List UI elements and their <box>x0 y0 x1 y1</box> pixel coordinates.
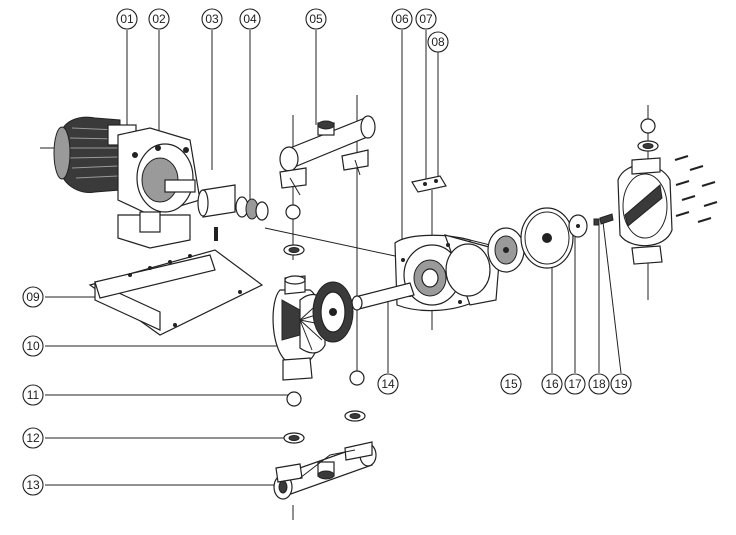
callout-02-label: 02 <box>152 12 166 26</box>
callout-17-label: 17 <box>568 377 582 391</box>
callout-02: 02 <box>148 8 170 30</box>
callout-07-label: 07 <box>419 12 433 26</box>
base-plate-riser <box>94 254 216 299</box>
callout-16-label: 16 <box>545 377 559 391</box>
callout-14: 14 <box>377 373 399 395</box>
callout-12: 12 <box>22 427 44 449</box>
callout-12-label: 12 <box>26 431 40 445</box>
callout-06-label: 06 <box>395 12 409 26</box>
callout-04-label: 04 <box>243 12 257 26</box>
callout-19: 19 <box>610 373 632 395</box>
callout-15-label: 15 <box>504 377 518 391</box>
coupling-key <box>214 227 218 241</box>
bearing-ring <box>255 201 269 221</box>
callout-13: 13 <box>22 474 44 496</box>
motor-assembly <box>40 116 201 249</box>
callout-06: 06 <box>391 8 413 30</box>
callout-01-label: 01 <box>120 12 134 26</box>
right-cover <box>617 155 718 265</box>
callout-15: 15 <box>500 373 522 395</box>
callout-14-label: 14 <box>381 377 395 391</box>
motor-fan-cap <box>53 126 71 180</box>
pump-shaft <box>351 282 415 311</box>
callout-19-label: 19 <box>614 377 628 391</box>
callout-09-label: 09 <box>26 290 40 304</box>
coupling-assembly <box>197 184 269 241</box>
callout-10-label: 10 <box>26 339 40 353</box>
left-chamber <box>272 275 354 381</box>
ball-top-left <box>285 204 301 220</box>
callout-01: 01 <box>116 8 138 30</box>
nut-bolt <box>599 213 614 225</box>
top-manifold <box>279 115 376 196</box>
bottom-manifold <box>273 441 377 500</box>
left-chamber-bottom-port <box>282 357 313 381</box>
gearbox-shaft <box>164 179 196 193</box>
callout-16: 16 <box>541 373 563 395</box>
right-diaphragm-stack <box>487 207 614 273</box>
ball-top-right <box>640 118 656 134</box>
callout-17: 17 <box>564 373 586 395</box>
callout-18: 18 <box>588 373 610 395</box>
callout-05: 05 <box>305 8 327 30</box>
top-manifold-left-foot <box>279 167 307 189</box>
right-cover-bottom-port <box>631 245 663 265</box>
callout-08: 08 <box>427 31 449 53</box>
right-cover-top-port <box>631 157 661 175</box>
chamber-top-plate <box>411 175 447 193</box>
callout-11: 11 <box>22 384 44 406</box>
callout-11-label: 11 <box>27 388 40 402</box>
callout-10: 10 <box>22 335 44 357</box>
center-chamber <box>394 175 501 312</box>
ball-bottom-right <box>349 370 365 386</box>
washer <box>593 218 600 226</box>
ball-bottom-left <box>286 391 302 407</box>
base-plate <box>88 249 264 336</box>
callout-03-label: 03 <box>205 12 219 26</box>
callout-03: 03 <box>201 8 223 30</box>
callout-05-label: 05 <box>309 12 323 26</box>
callout-13-label: 13 <box>26 478 40 492</box>
callout-08-label: 08 <box>431 35 445 49</box>
callout-07: 07 <box>415 8 437 30</box>
callout-18-label: 18 <box>592 377 606 391</box>
callout-09: 09 <box>22 286 44 308</box>
axis-line-main <box>264 227 396 257</box>
leader-19 <box>602 221 622 374</box>
callout-04: 04 <box>239 8 261 30</box>
check-valves <box>283 118 659 444</box>
